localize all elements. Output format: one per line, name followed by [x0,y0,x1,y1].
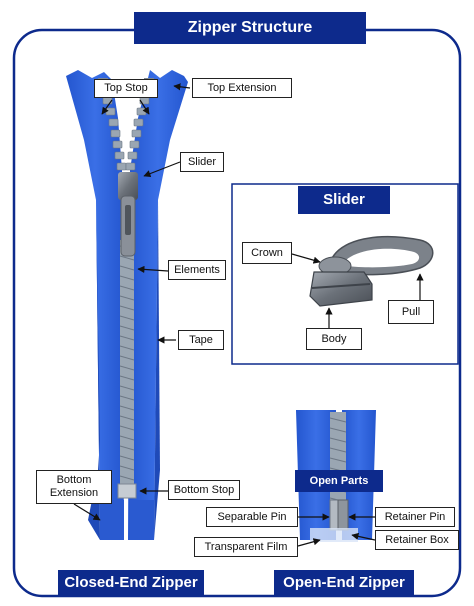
label-tape: Tape [178,330,224,350]
open-parts-badge: Open Parts [295,470,383,492]
label-crown: Crown [242,242,292,264]
label-slider: Slider [180,152,224,172]
label-separable-pin: Separable Pin [206,507,298,527]
slider-part-illustration [309,235,434,307]
label-retainer-box: Retainer Box [375,530,459,550]
label-body: Body [306,328,362,350]
zipper-slider [118,172,138,200]
label-elements: Elements [168,260,226,280]
zipper-chain [120,240,134,485]
label-top-extension: Top Extension [192,78,292,98]
leader-lines [73,83,424,547]
label-top-stop: Top Stop [94,79,158,98]
label-transparent-film: Transparent Film [194,537,298,557]
caption-closed-end-zipper: Closed-End Zipper [58,570,204,596]
slider-panel-title: Slider [298,186,390,214]
bottom-stop-part [117,483,137,499]
caption-open-end-zipper: Open-End Zipper [274,570,414,596]
main-title: Zipper Structure [134,12,366,44]
closed-end-zipper-illustration [66,70,188,540]
label-bottom-extension-line1: Bottom [56,474,92,487]
label-bottom-extension-line2: Extension [49,487,99,499]
label-bottom-extension: Bottom Extension [36,470,112,504]
zipper-tape [66,70,124,540]
label-pull: Pull [388,300,434,324]
label-retainer-pin: Retainer Pin [375,507,455,527]
label-bottom-stop: Bottom Stop [168,480,240,500]
